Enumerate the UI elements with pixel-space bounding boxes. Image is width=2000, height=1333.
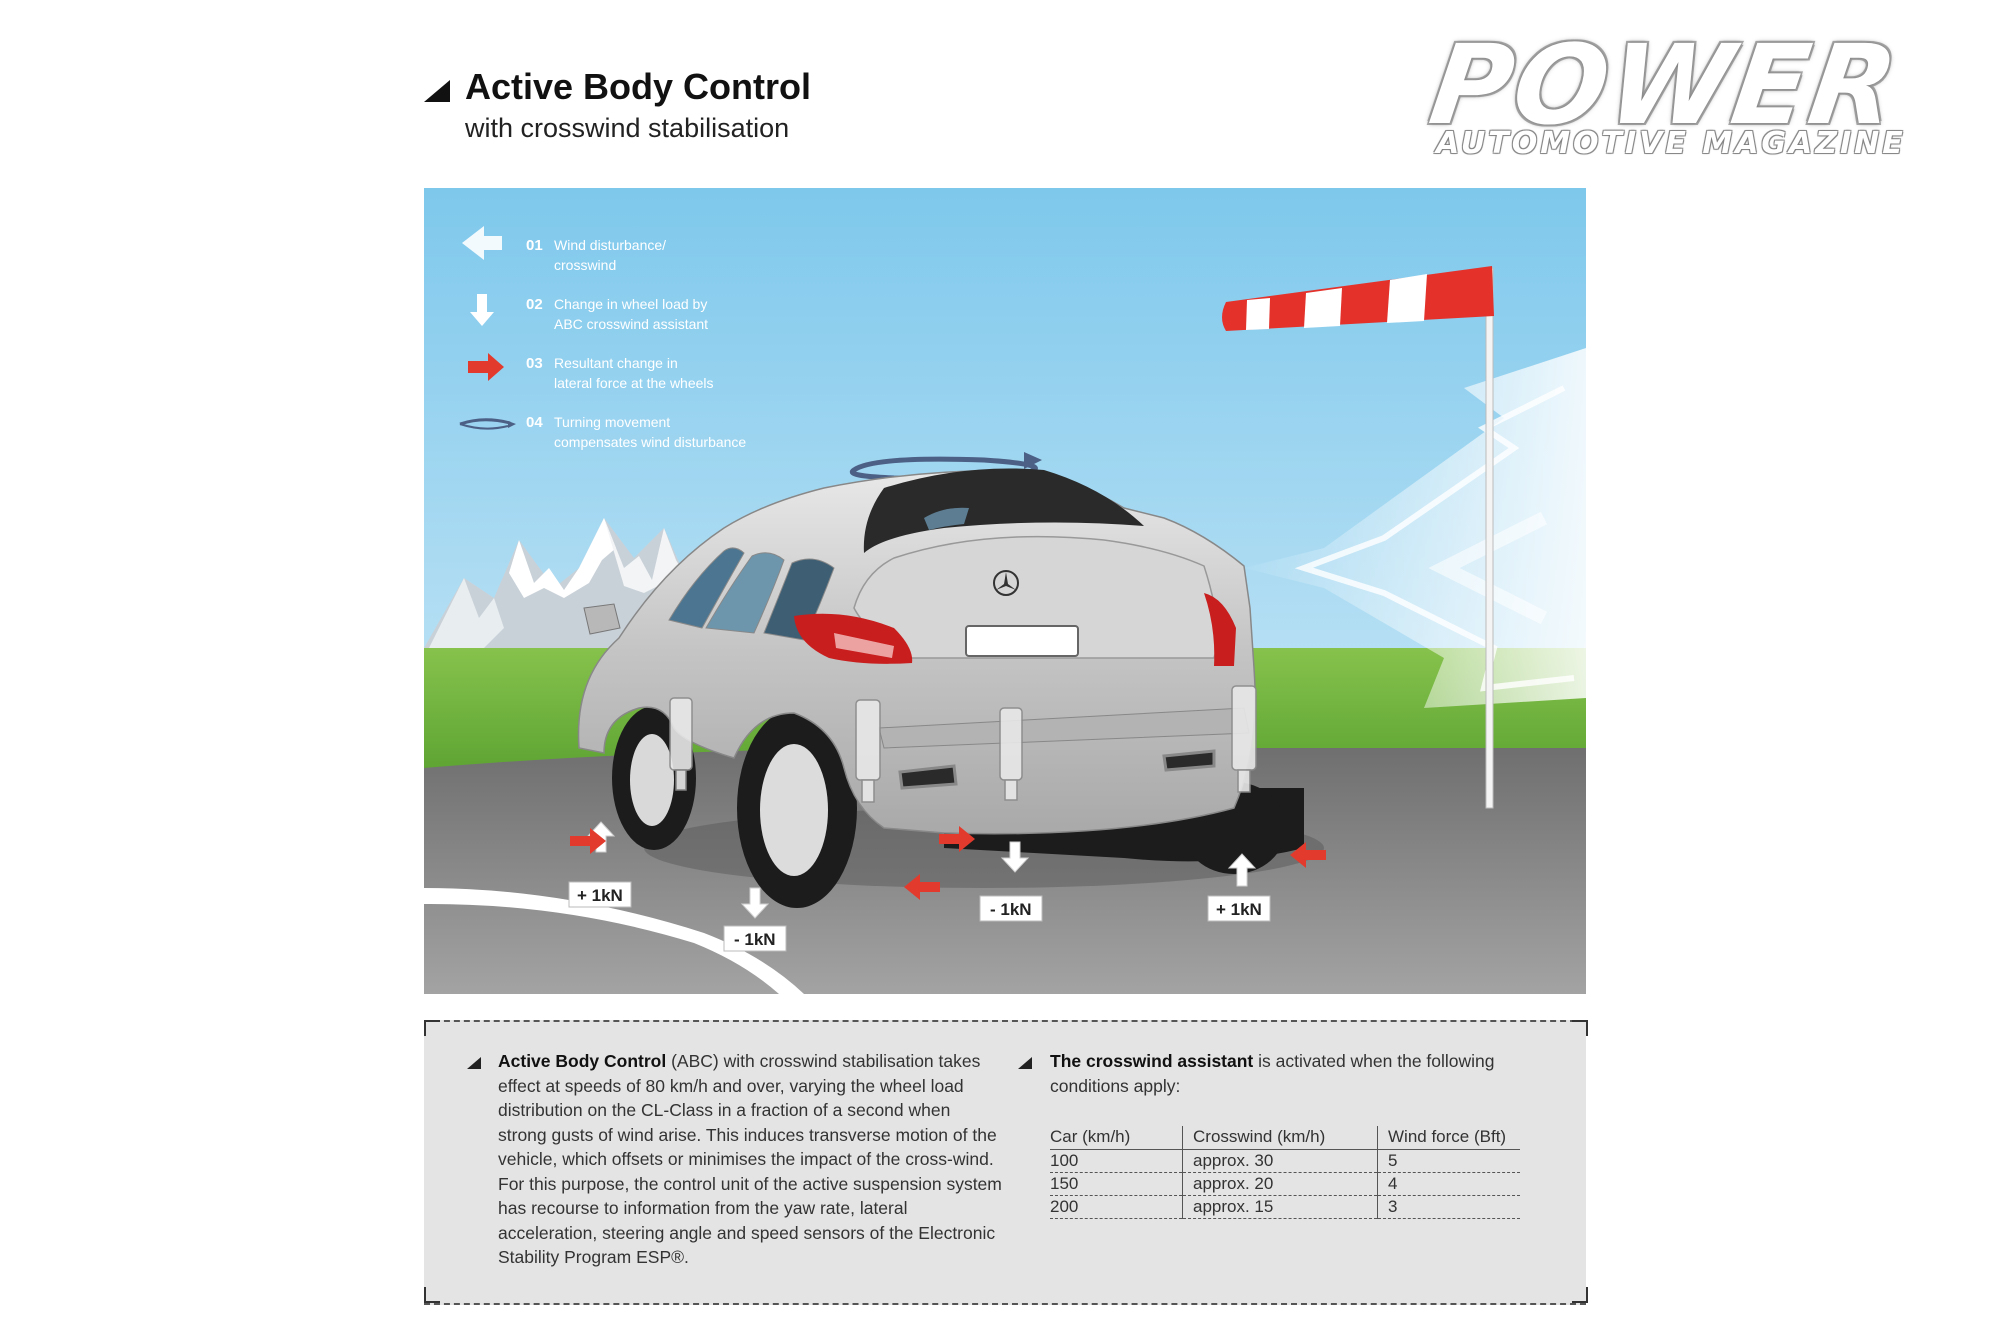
table-cell: 150: [1050, 1172, 1183, 1196]
table-cell: 200: [1050, 1195, 1183, 1219]
svg-text:- 1kN: - 1kN: [990, 900, 1032, 919]
legend-line-01a: Wind disturbance/: [554, 237, 666, 253]
wheel-load-arrow-icon: [470, 294, 494, 326]
load-down-arrow-rear-center: [1000, 841, 1030, 873]
legend-line-04b: compensates wind disturbance: [554, 434, 746, 450]
force-arrow-front-right: [904, 874, 940, 900]
magazine-logo: POWER: [1423, 21, 1907, 149]
legend-num-04: 04: [526, 414, 543, 431]
assistant-bold: The crosswind assistant: [1050, 1051, 1254, 1071]
assistant-conditions: The crosswind assistant is activated whe…: [1050, 1049, 1510, 1098]
force-arrow-rear-right: [1290, 842, 1326, 868]
legend-line-01b: crosswind: [554, 257, 616, 273]
table-cell: 5: [1377, 1149, 1520, 1173]
assistant-text: is activated when the following conditio…: [1050, 1051, 1495, 1096]
table-header-row: Car (km/h) Crosswind (km/h) Wind force (…: [1050, 1126, 1520, 1150]
corner-mark: [1572, 1287, 1588, 1303]
table-header: Wind force (Bft): [1377, 1126, 1520, 1150]
load-up-arrow-rear-right: [1227, 853, 1257, 887]
corner-mark: [424, 1287, 440, 1303]
load-label-rear-center: - 1kN: [979, 895, 1043, 922]
abc-description-bold: Active Body Control: [498, 1051, 667, 1071]
turning-movement-icon: [459, 418, 516, 430]
magazine-logo-subtitle: AUTOMOTIVE MAGAZINE: [1436, 126, 1906, 161]
svg-text:- 1kN: - 1kN: [734, 930, 776, 949]
windsock: [1222, 266, 1494, 331]
legend-line-03a: Resultant change in: [554, 355, 678, 371]
table-row: 100 approx. 30 5: [1050, 1149, 1520, 1173]
assist-triangle-icon: [1018, 1057, 1032, 1069]
svg-text:+ 1kN: + 1kN: [1216, 900, 1262, 919]
table-cell: 3: [1377, 1195, 1520, 1219]
corner-mark: [1572, 1020, 1588, 1036]
legend-num-02: 02: [526, 296, 543, 313]
table-header: Car (km/h): [1050, 1126, 1183, 1150]
table-cell: 4: [1377, 1172, 1520, 1196]
abc-description: Active Body Control (ABC) with crosswind…: [498, 1049, 1003, 1270]
legend-num-01: 01: [526, 237, 543, 254]
page-subtitle: with crosswind stabilisation: [465, 113, 790, 143]
legend-line-03b: lateral force at the wheels: [554, 375, 714, 391]
table-cell: 100: [1050, 1149, 1183, 1173]
car-illustration: [577, 468, 1324, 908]
table-cell: approx. 15: [1182, 1195, 1378, 1219]
load-label-rear-left: + 1kN: [568, 881, 632, 908]
legend-line-04a: Turning movement: [554, 414, 670, 430]
corner-mark: [424, 1020, 440, 1036]
table-cell: approx. 30: [1182, 1149, 1378, 1173]
legend-num-03: 03: [526, 355, 543, 372]
page-title: Active Body Control: [465, 66, 812, 107]
load-down-arrow-front-right: [740, 887, 770, 919]
title-triangle-icon: [424, 80, 450, 102]
wind-arrow-icon: [462, 226, 502, 260]
table-cell: approx. 20: [1182, 1172, 1378, 1196]
table-header: Crosswind (km/h): [1182, 1126, 1378, 1150]
para-triangle-icon: [467, 1057, 481, 1069]
table-row: 150 approx. 20 4: [1050, 1172, 1520, 1196]
legend-line-02b: ABC crosswind assistant: [554, 316, 708, 332]
force-arrow-rear-center: [939, 826, 975, 852]
legend: 01 Wind disturbance/ crosswind 02 Change…: [459, 226, 746, 450]
load-label-front-right: - 1kN: [723, 925, 787, 952]
abc-description-text: (ABC) with crosswind stabilisation takes…: [498, 1051, 1002, 1267]
lateral-force-arrow-icon: [468, 353, 504, 381]
force-arrow-rear-left: [570, 828, 606, 854]
legend-line-02a: Change in wheel load by: [554, 296, 707, 312]
crosswind-illustration: 01 Wind disturbance/ crosswind 02 Change…: [424, 188, 1586, 994]
svg-text:+ 1kN: + 1kN: [577, 886, 623, 905]
conditions-table: Car (km/h) Crosswind (km/h) Wind force (…: [1050, 1126, 1520, 1219]
load-label-rear-right: + 1kN: [1207, 895, 1271, 922]
table-row: 200 approx. 15 3: [1050, 1195, 1520, 1219]
